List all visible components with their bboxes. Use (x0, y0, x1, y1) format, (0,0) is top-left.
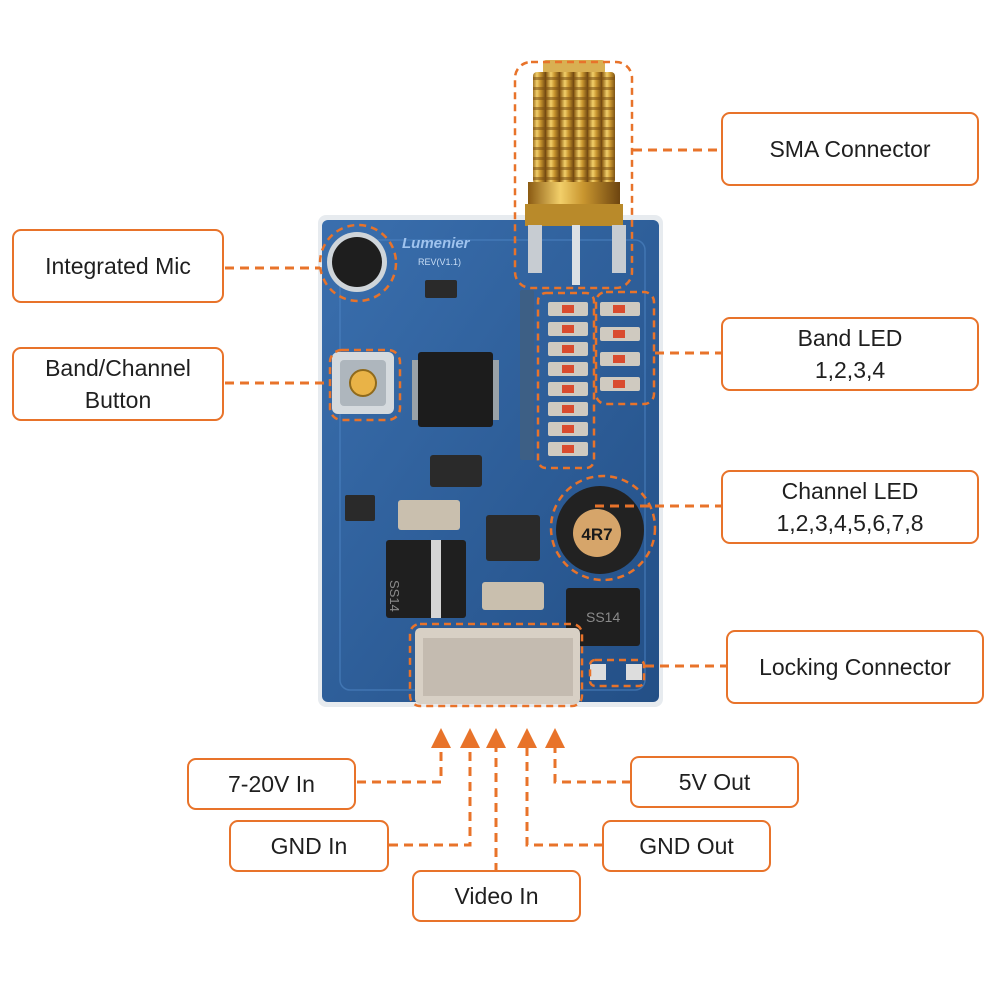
arrowheads (431, 728, 565, 748)
highlight-outlines (318, 60, 657, 708)
label-channel-led: Channel LED 1,2,3,4,5,6,7,8 (721, 470, 979, 544)
main-chip (412, 352, 499, 427)
label-gnd-out: GND Out (602, 820, 771, 872)
label-locking-connector: Locking Connector (726, 630, 984, 704)
label-channel-led-line1: Channel LED (781, 478, 919, 504)
sma-outline (513, 60, 634, 290)
label-band-led: Band LED 1,2,3,4 (721, 317, 979, 391)
label-gnd-in-text: GND In (270, 833, 348, 859)
revision-text: REV(V1.1) (418, 257, 461, 267)
channel-led-dots (562, 305, 574, 453)
inductor-outline (549, 474, 657, 582)
label-band-channel-button-line2: Button (84, 387, 152, 413)
label-band-channel-button-line1: Band/Channel (45, 355, 191, 381)
diode-right-marking: SS14 (586, 609, 620, 625)
label-v-in: 7-20V In (187, 758, 356, 810)
label-v-out: 5V Out (630, 756, 799, 808)
button-outline (328, 348, 402, 422)
sma-connector-part (525, 60, 626, 285)
label-band-led-line1: Band LED (797, 325, 903, 351)
lock-outline (588, 658, 646, 688)
diode-left-marking: SS14 (387, 580, 402, 612)
diode-left: SS14 (386, 540, 466, 618)
label-video-in: Video In (412, 870, 581, 922)
locking-connector-part (415, 628, 642, 704)
label-band-channel-button: Band/Channel Button (12, 347, 224, 421)
band-led-outline (594, 290, 656, 406)
inductor-part: 4R7 (556, 486, 644, 574)
label-channel-led-line2: 1,2,3,4,5,6,7,8 (776, 510, 924, 536)
button-part (332, 352, 394, 414)
label-v-out-text: 5V Out (678, 769, 751, 795)
connector-outline (408, 622, 584, 708)
label-sma-connector-text: SMA Connector (769, 136, 931, 162)
label-sma-connector: SMA Connector (721, 112, 979, 186)
label-integrated-mic: Integrated Mic (12, 229, 224, 303)
smd-components (345, 280, 544, 610)
brand-text: Lumenier (402, 235, 471, 252)
diode-right: SS14 (566, 588, 640, 646)
label-locking-connector-text: Locking Connector (759, 654, 951, 680)
label-integrated-mic-text: Integrated Mic (45, 253, 191, 279)
inductor-marking: 4R7 (581, 525, 612, 544)
leader-lines (225, 148, 727, 872)
band-led-array (600, 302, 640, 391)
label-gnd-out-text: GND Out (639, 833, 734, 859)
label-v-in-text: 7-20V In (228, 771, 315, 797)
label-gnd-in: GND In (229, 820, 389, 872)
mic-outline (318, 223, 398, 303)
microphone-part (327, 232, 387, 292)
label-video-in-text: Video In (454, 883, 539, 909)
label-band-led-line2: 1,2,3,4 (814, 357, 886, 383)
channel-led-outline (536, 291, 596, 470)
